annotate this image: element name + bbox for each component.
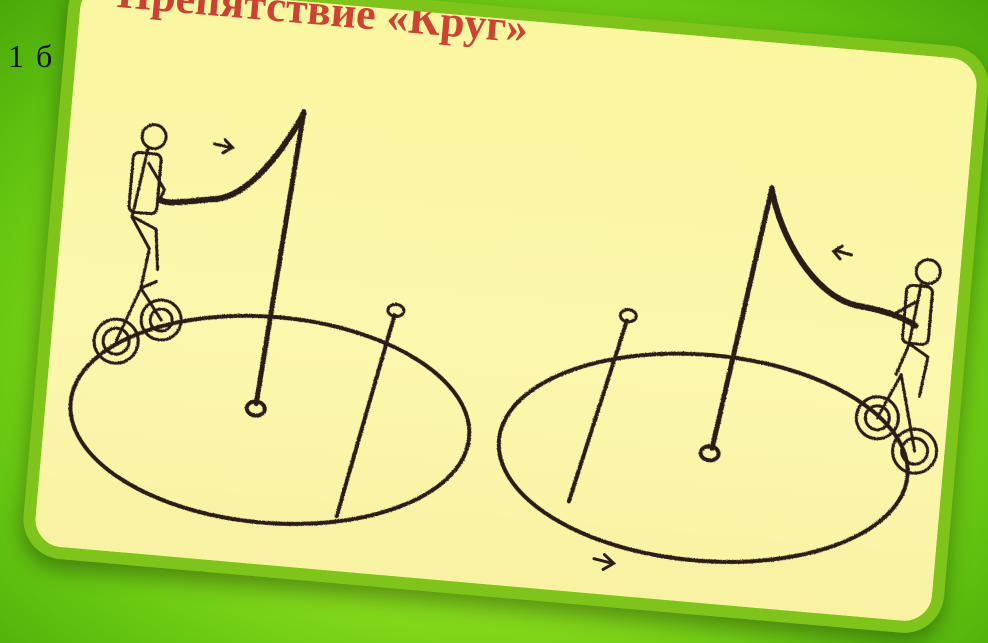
right-marker-post (569, 317, 627, 505)
right-rope (761, 190, 926, 326)
left-circle-track (62, 300, 478, 540)
right-scene (490, 166, 958, 581)
exercise-illustration (33, 0, 979, 623)
right-central-pole (712, 185, 772, 452)
left-pole-base (246, 401, 265, 417)
arrow-left-icon (833, 245, 852, 260)
arrow-right-icon (593, 554, 614, 571)
left-rope (158, 102, 303, 214)
slide-number: 1 б (8, 38, 54, 75)
left-marker-top (387, 304, 404, 317)
right-pole-base (700, 446, 719, 462)
cyclist-icon (852, 255, 953, 475)
illustration-card: Препятствие «Круг» (20, 0, 988, 636)
cyclist-icon (92, 121, 198, 368)
left-scene (62, 94, 496, 540)
left-marker-post (337, 312, 395, 520)
arrow-right-icon (214, 139, 233, 154)
right-marker-top (620, 309, 637, 322)
